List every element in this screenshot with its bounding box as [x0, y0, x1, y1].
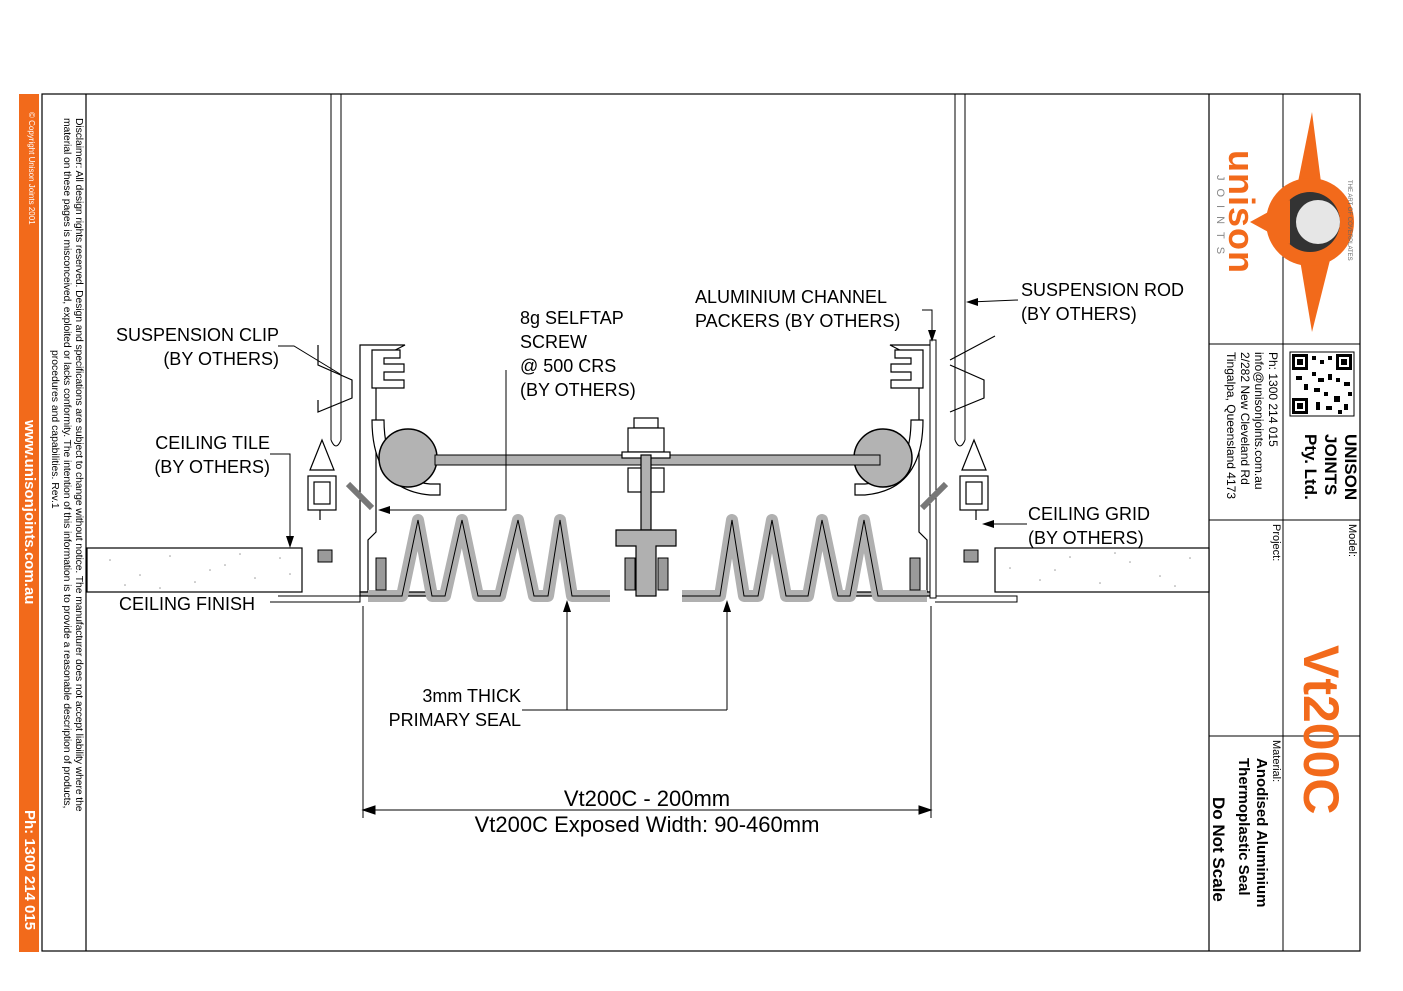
suspension-clip-left [317, 345, 353, 413]
sheet-border [41, 93, 1361, 952]
logo-wordmark: unison [1221, 150, 1262, 274]
suspension-clip-right [949, 364, 985, 413]
label-suspension-rod: SUSPENSION ROD(BY OTHERS) [1021, 280, 1185, 324]
company-contact: Ph: 1300 214 015 info@unisonjoints.com.a… [1224, 352, 1280, 499]
qr-code [1289, 351, 1355, 417]
company-name: UNISON JOINTS Pty. Ltd. [1301, 434, 1360, 501]
exposed-width-label: Vt200C Exposed Width: 90-460mm [474, 812, 820, 837]
ceiling-grid-left [307, 438, 337, 520]
ceiling-grid-right [959, 438, 989, 520]
ceiling-tile-right [994, 547, 1210, 593]
label-suspension-clip: SUSPENSION CLIP(BY OTHERS) [115, 325, 279, 369]
project-label: Project: [1270, 524, 1282, 562]
suspension-rod-right [954, 94, 966, 447]
center-bolt [615, 417, 677, 597]
material-value: Anodised Aluminium Thermoplastic Seal [1235, 758, 1270, 908]
label-ceiling-grid: CEILING GRID(BY OTHERS) [1028, 504, 1151, 548]
dimension-line [361, 606, 933, 818]
label-ceiling-finish: CEILING FINISH [119, 594, 256, 614]
logo-tagline: THE ART OF COVERPLATES [1346, 180, 1352, 261]
material-label: Material: [1270, 740, 1282, 783]
primary-seal [368, 514, 927, 602]
tie-rod [378, 428, 913, 488]
logo-subtext: JOINTS [1214, 175, 1226, 263]
ceiling-tile-left [86, 547, 303, 593]
do-not-scale-note: Do Not Scale [1209, 797, 1228, 902]
anchor-screws [317, 481, 979, 591]
leader-lines [270, 299, 1027, 711]
dimension-label: Vt200C - 200mm [563, 786, 731, 811]
model-number: Vt200C [1293, 645, 1349, 815]
brand-strip [19, 94, 39, 952]
model-label: Model: [1346, 524, 1358, 558]
unison-logo [1250, 112, 1354, 332]
suspension-rod-left [330, 94, 342, 447]
label-ceiling-tile: CEILING TILE(BY OTHERS) [154, 433, 270, 477]
